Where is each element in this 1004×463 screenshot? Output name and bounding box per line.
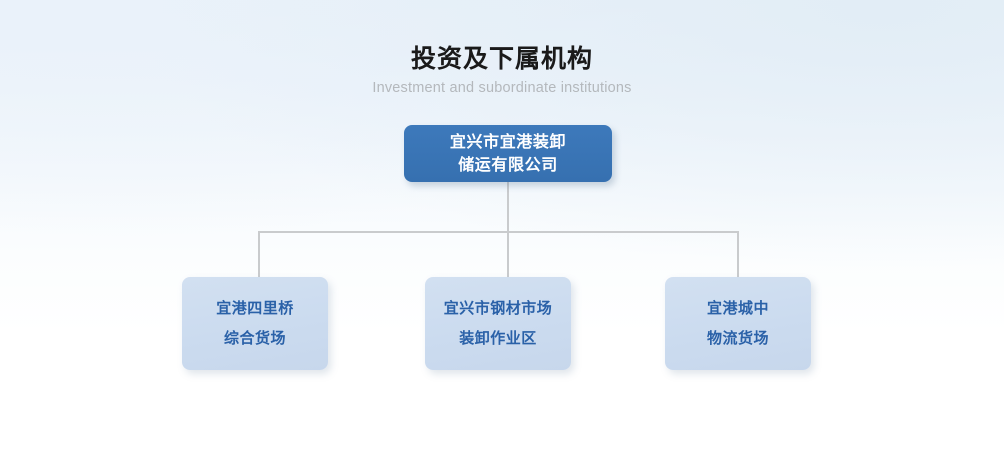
connector-root-stem [507, 182, 509, 232]
org-node-child-2-line2: 物流货场 [706, 329, 769, 347]
org-node-child-2[interactable]: 宜港城中 物流货场 [665, 277, 811, 370]
org-node-child-2-line1: 宜港城中 [706, 299, 769, 317]
page-header: 投资及下属机构 Investment and subordinate insti… [0, 44, 1004, 97]
org-node-child-0-line2: 综合货场 [223, 329, 286, 347]
page-title: 投资及下属机构 [410, 45, 593, 73]
org-node-child-0-line1: 宜港四里桥 [216, 299, 294, 317]
connector-drop-child-2 [737, 231, 739, 278]
org-node-child-0[interactable]: 宜港四里桥 综合货场 [182, 277, 328, 370]
org-node-child-1-line2: 装卸作业区 [459, 329, 537, 347]
org-node-child-1-line1: 宜兴市钢材市场 [443, 299, 553, 317]
connector-drop-child-0 [258, 231, 260, 278]
page-subtitle: Investment and subordinate institutions [372, 80, 632, 96]
org-node-root[interactable]: 宜兴市宜港装卸 储运有限公司 [404, 125, 612, 182]
org-node-root-line1: 宜兴市宜港装卸 [449, 133, 567, 151]
connector-horizontal-bus [258, 231, 739, 233]
connector-drop-child-1 [507, 231, 509, 278]
org-node-root-line2: 储运有限公司 [458, 156, 558, 174]
org-node-child-1[interactable]: 宜兴市钢材市场 装卸作业区 [425, 277, 571, 370]
